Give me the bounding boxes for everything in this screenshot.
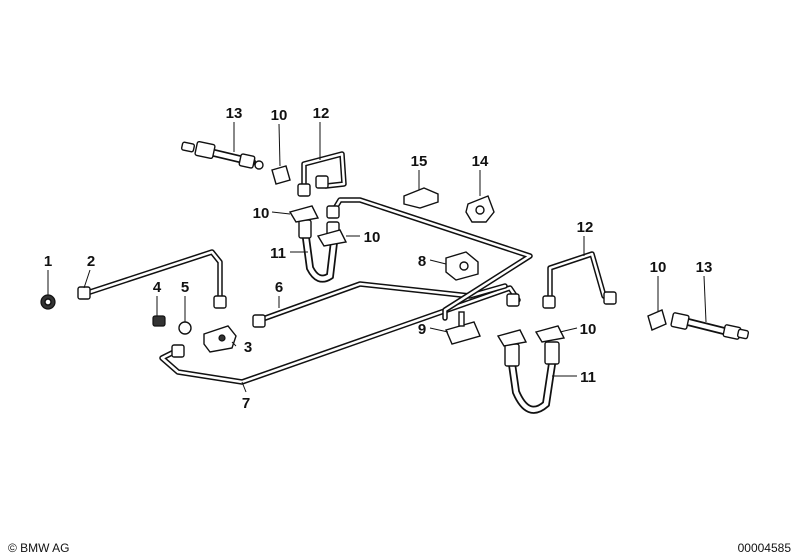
brake-hose-13-left: [180, 140, 264, 170]
callout-14: 14: [472, 153, 489, 170]
callout-15: 15: [411, 153, 428, 170]
brake-hose-11-left: [298, 219, 340, 283]
callout-11-a: 11: [270, 245, 286, 262]
callout-13-b: 13: [696, 259, 713, 276]
washer-5: [178, 321, 192, 335]
brake-pipe-12-right: [547, 251, 615, 303]
callout-12-a: 12: [313, 105, 330, 122]
callout-8: 8: [418, 253, 426, 270]
callout-7: 7: [242, 395, 250, 412]
callout-10-c: 10: [364, 229, 381, 246]
clip-10-e: [647, 309, 667, 331]
brake-pipe-long: [331, 197, 533, 321]
brake-hose-11-right: [504, 341, 560, 414]
callout-3: 3: [244, 339, 252, 356]
brake-pipe-12-left: [301, 151, 347, 191]
copyright-text: © BMW AG: [8, 541, 70, 555]
bolt-4: [152, 315, 166, 327]
callout-10-b: 10: [253, 205, 270, 222]
brake-pipe-2: [87, 249, 223, 305]
bracket-9: [445, 311, 481, 345]
clip-10-c: [316, 229, 348, 247]
image-number: 00004585: [738, 541, 792, 555]
callout-2: 2: [87, 253, 95, 270]
callout-5: 5: [181, 279, 189, 296]
leader-lines: [47, 122, 707, 393]
brake-hose-13-right: [670, 312, 750, 340]
t-piece-3: [203, 325, 237, 353]
union-nut-1: [40, 294, 56, 310]
callout-6: 6: [275, 279, 283, 296]
holder-8: [445, 251, 479, 281]
callout-12-b: 12: [577, 219, 594, 236]
clip-15: [403, 187, 439, 209]
callout-11-b: 11: [580, 369, 596, 386]
clip-10-a: [271, 165, 291, 185]
pipe-end-center: [171, 175, 340, 358]
pipe-end-right: [506, 291, 617, 309]
pipe-end-6: [252, 314, 266, 328]
callout-9: 9: [418, 321, 426, 338]
callout-1: 1: [44, 253, 52, 270]
pipe-end-2: [77, 286, 91, 300]
clip-10-d: [496, 325, 566, 347]
brake-pipe-7: [159, 281, 521, 385]
callout-4: 4: [153, 279, 162, 296]
callout-13-a: 13: [226, 105, 243, 122]
clip-10-b: [288, 205, 320, 223]
callout-10-e: 10: [650, 259, 667, 276]
bracket-14: [465, 195, 495, 223]
callout-10-d: 10: [580, 321, 597, 338]
callout-10-a: 10: [271, 107, 288, 124]
